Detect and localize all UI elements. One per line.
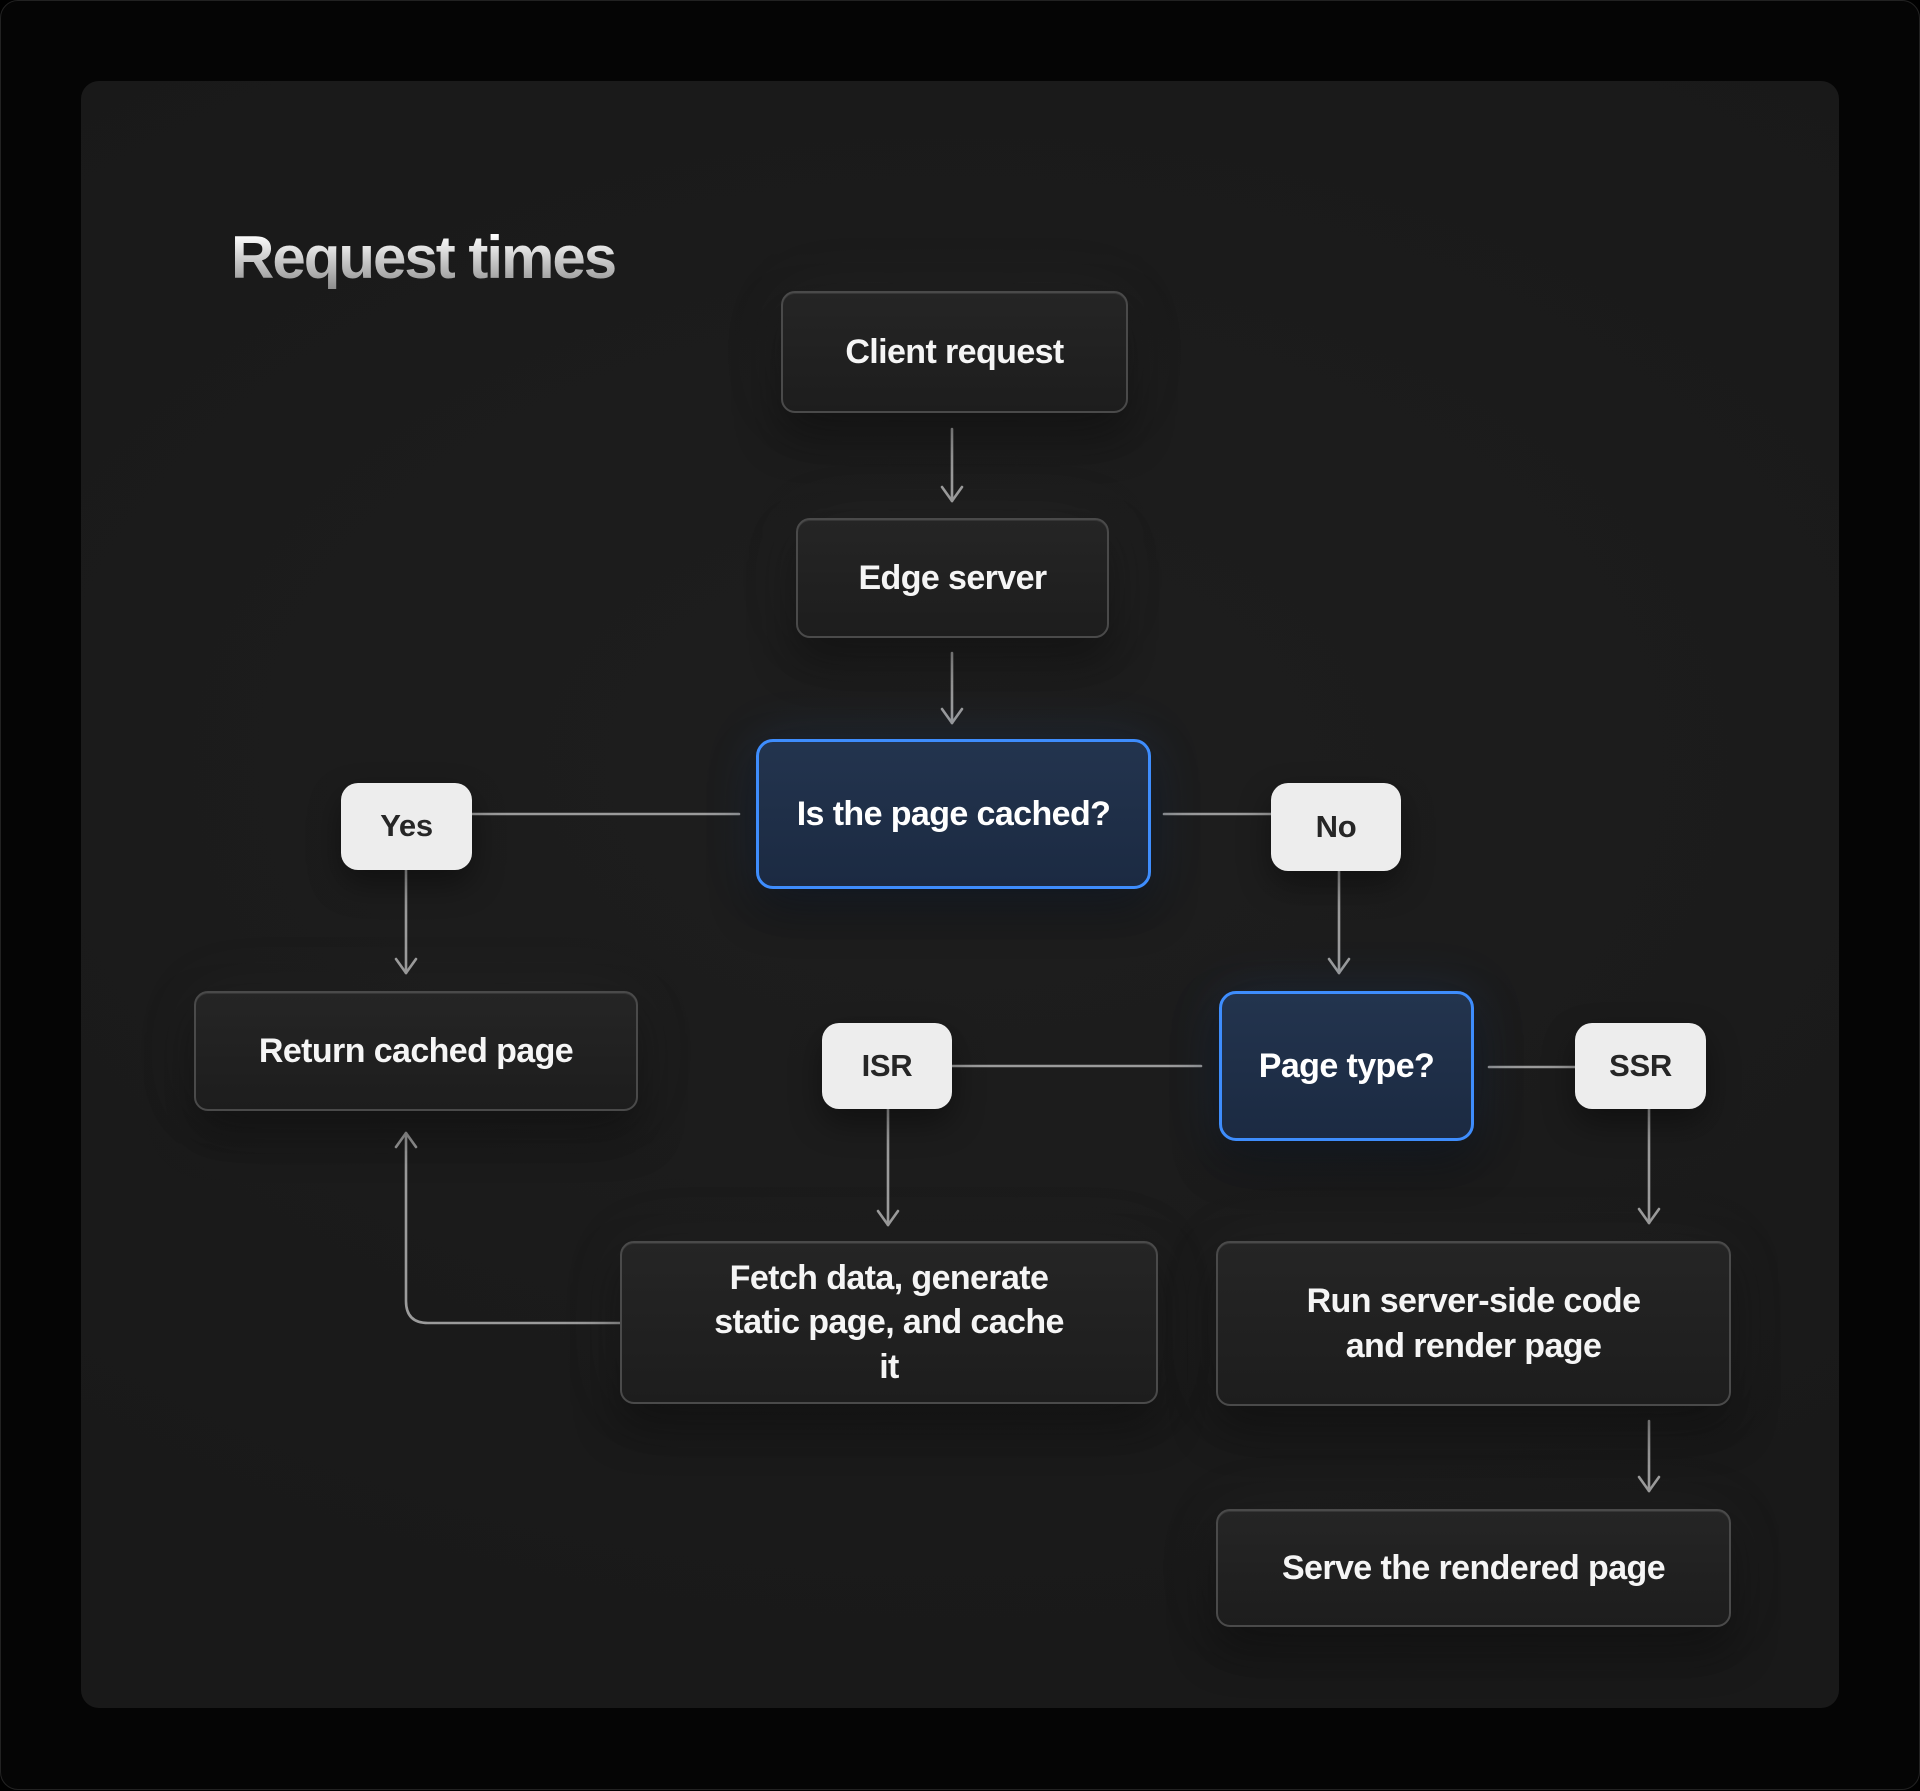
branch-label-ssr-text: SSR: [1609, 1047, 1672, 1083]
branch-label-isr: ISR: [822, 1023, 952, 1109]
node-edge-server-label: Edge server: [858, 558, 1047, 597]
node-page-type-label: Page type?: [1258, 1046, 1435, 1085]
node-fetch-generate-cache-label: Fetch data, generate static page, and ca…: [714, 1259, 1064, 1386]
branch-label-isr-text: ISR: [861, 1047, 913, 1083]
node-serve-rendered-page-label: Serve the rendered page: [1281, 1548, 1666, 1587]
node-page-type: Page type?: [1219, 991, 1474, 1141]
node-edge-server: Edge server: [796, 518, 1109, 638]
node-is-page-cached-label: Is the page cached?: [796, 794, 1111, 833]
page-title: Request times: [231, 224, 617, 291]
node-is-page-cached: Is the page cached?: [756, 739, 1151, 889]
branch-label-no: No: [1271, 783, 1401, 871]
connector-fetch-box-to-return-cached-page: [394, 1131, 622, 1325]
branch-label-ssr: SSR: [1575, 1023, 1706, 1109]
node-client-request: Client request: [781, 291, 1128, 413]
node-return-cached-page: Return cached page: [194, 991, 638, 1111]
node-client-request-label: Client request: [845, 332, 1064, 371]
node-run-server-side: Run server-side code and render page: [1216, 1241, 1731, 1406]
branch-label-no-text: No: [1315, 808, 1357, 844]
node-serve-rendered-page: Serve the rendered page: [1216, 1509, 1731, 1627]
node-run-server-side-label: Run server-side code and render page: [1306, 1282, 1641, 1365]
node-return-cached-page-label: Return cached page: [258, 1031, 574, 1070]
branch-label-yes-text: Yes: [380, 808, 433, 844]
branch-label-yes: Yes: [341, 783, 472, 870]
node-fetch-generate-cache: Fetch data, generate static page, and ca…: [620, 1241, 1158, 1404]
